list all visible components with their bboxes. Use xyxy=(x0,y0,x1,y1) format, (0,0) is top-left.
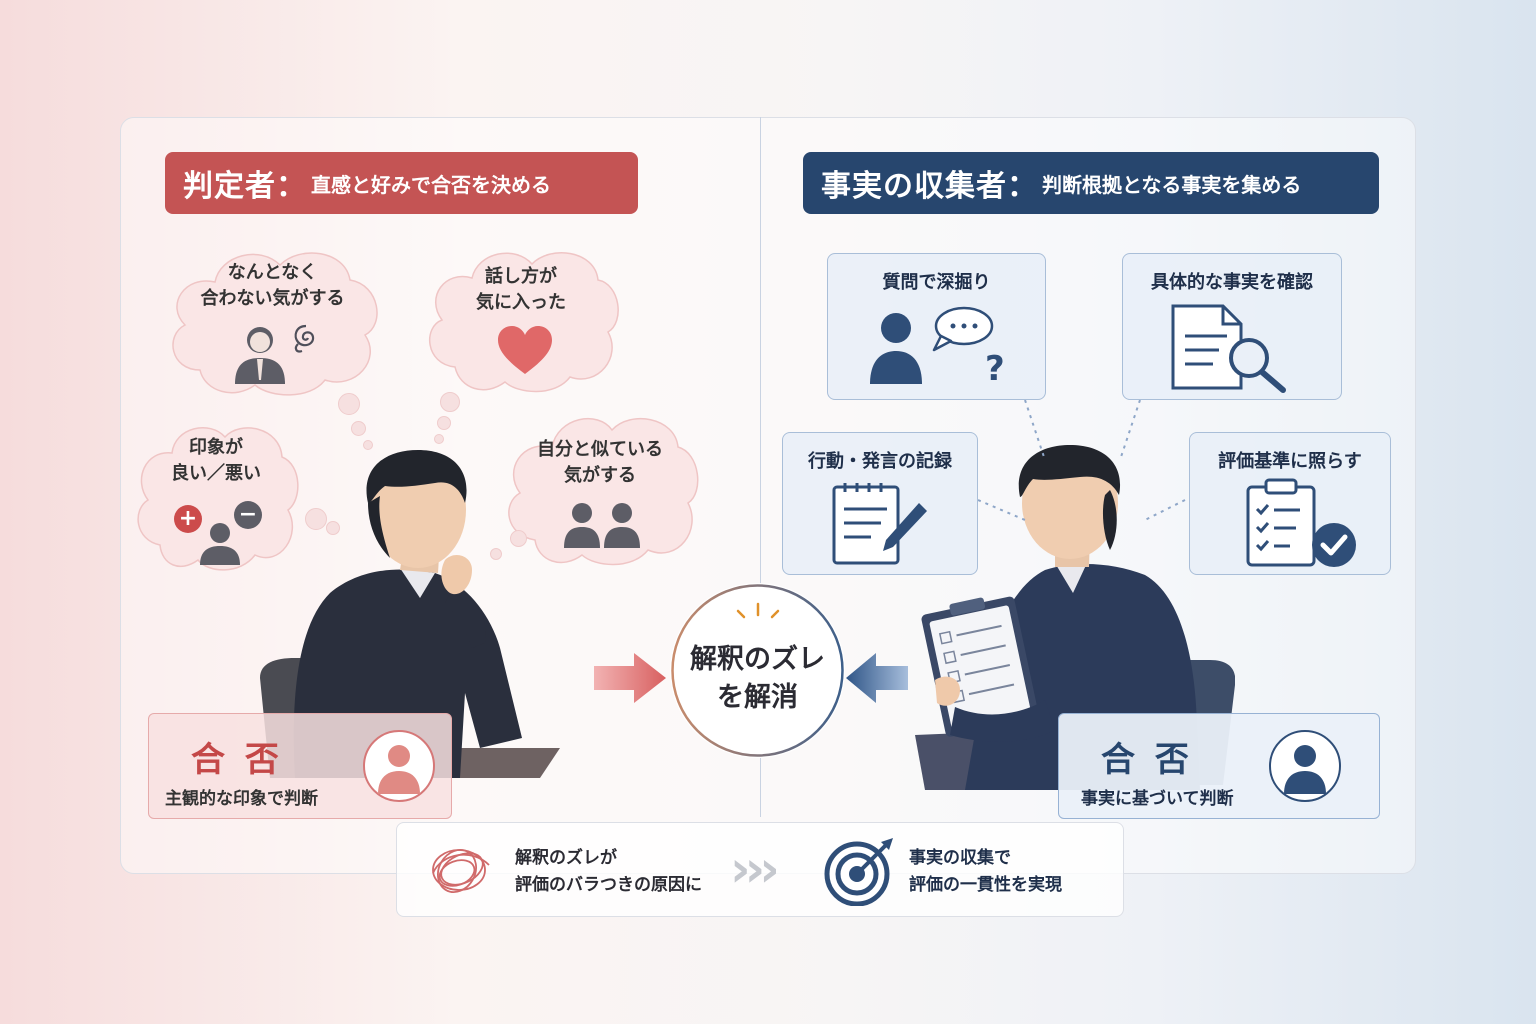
bubble-text-line2: 良い／悪い xyxy=(171,463,261,484)
bubble-text-line1: なんとなく xyxy=(227,262,318,283)
bubble-text-line2: 合わない気がする xyxy=(200,288,345,309)
collector-header-subtitle: 判断根拠となる事実を集める xyxy=(1042,172,1302,197)
thought-dot xyxy=(326,521,340,535)
thought-bubble-mismatch: なんとなく 合わない気がする xyxy=(160,240,385,400)
collector-result-card: 合 否 事実に基づいて判断 xyxy=(1058,713,1380,819)
person-circle-icon xyxy=(363,730,435,802)
solution-text-line2: 評価の一貫性を実現 xyxy=(909,875,1062,895)
chevron-right-icon: ››› xyxy=(730,840,780,898)
thought-dot xyxy=(440,392,460,412)
target-icon xyxy=(824,838,893,906)
plus-icon: + xyxy=(174,505,202,533)
person-tie-icon xyxy=(235,327,285,384)
judge-header-title: 判定者： xyxy=(183,169,307,204)
spark-lines-icon xyxy=(736,602,780,619)
fact-card-label: 具体的な事実を確認 xyxy=(1151,272,1313,293)
bubble-text-line2: 気がする xyxy=(564,465,636,486)
thought-dot xyxy=(434,434,444,444)
notepad-pen-icon xyxy=(832,483,927,565)
summary-banner: 解釈のズレが 評価のバラつきの原因に ››› 事実の収集で 評価の一貫性を実現 xyxy=(396,822,1124,917)
fact-card-evaluation-criteria: 評価基準に照らす xyxy=(1189,432,1391,575)
document-search-icon xyxy=(1171,304,1286,393)
judge-result-card: 合 否 主観的な印象で判断 xyxy=(148,713,452,819)
fact-card-confirm-facts: 具体的な事実を確認 xyxy=(1122,253,1342,400)
thought-dot xyxy=(351,421,366,436)
collector-header-title: 事実の収集者： xyxy=(821,169,1038,204)
fact-card-label: 評価基準に照らす xyxy=(1218,451,1362,472)
thought-dot xyxy=(305,508,327,530)
result-description: 事実に基づいて判断 xyxy=(1081,789,1234,809)
fact-card-label: 行動・発言の記録 xyxy=(808,451,952,472)
arrow-left-icon xyxy=(846,653,908,703)
thought-dot xyxy=(437,416,451,430)
question-mark: ? xyxy=(985,349,1005,389)
tangled-scribble-icon xyxy=(432,849,490,893)
person-circle-icon xyxy=(1269,730,1341,802)
person-icon xyxy=(200,523,240,565)
thought-bubble-similar: 自分と似ている 気がする xyxy=(500,405,700,570)
question-dialog-icon xyxy=(870,306,994,384)
judge-header-subtitle: 直感と好みで合否を決める xyxy=(311,172,551,197)
clipboard-check-icon xyxy=(1246,478,1356,567)
arrow-right-icon xyxy=(594,653,666,703)
result-title: 合 否 xyxy=(1101,740,1193,780)
thought-bubble-impression: 印象が 良い／悪い + − xyxy=(130,415,302,575)
bubble-text-line2: 気に入った xyxy=(476,292,566,313)
center-divider xyxy=(760,117,761,817)
bubble-text-line1: 印象が xyxy=(189,437,243,458)
confused-scribble-icon xyxy=(294,324,315,353)
judge-header: 判定者： 直感と好みで合否を決める xyxy=(165,152,638,214)
problem-text-line1: 解釈のズレが xyxy=(515,848,617,868)
thought-dot xyxy=(363,440,373,450)
heart-icon xyxy=(498,326,552,374)
result-description: 主観的な印象で判断 xyxy=(165,789,318,809)
thought-dot xyxy=(490,548,502,560)
problem-text-line2: 評価のバラつきの原因に xyxy=(515,875,702,895)
resolve-gap-circle: 解釈のズレ を解消 xyxy=(670,583,845,758)
thought-dot xyxy=(510,530,527,547)
fact-card-record-behavior: 行動・発言の記録 xyxy=(782,432,978,575)
bubble-text-line1: 話し方が xyxy=(485,266,557,287)
fact-card-deep-questioning: 質問で深掘り ? xyxy=(827,253,1046,400)
connector-lines xyxy=(977,399,1186,521)
thought-dot xyxy=(338,393,360,415)
minus-icon: − xyxy=(234,501,262,529)
collector-header: 事実の収集者： 判断根拠となる事実を集める xyxy=(803,152,1379,214)
thought-bubble-speaking-style: 話し方が 気に入った xyxy=(420,242,622,397)
center-text-line1: 解釈のズレ xyxy=(690,644,825,675)
result-title: 合 否 xyxy=(191,740,283,780)
two-people-icon xyxy=(564,503,640,548)
bubble-text-line1: 自分と似ている xyxy=(537,439,663,460)
center-text-line2: を解消 xyxy=(717,682,798,713)
solution-text-line1: 事実の収集で xyxy=(909,848,1011,868)
fact-card-label: 質問で深掘り xyxy=(882,272,991,293)
